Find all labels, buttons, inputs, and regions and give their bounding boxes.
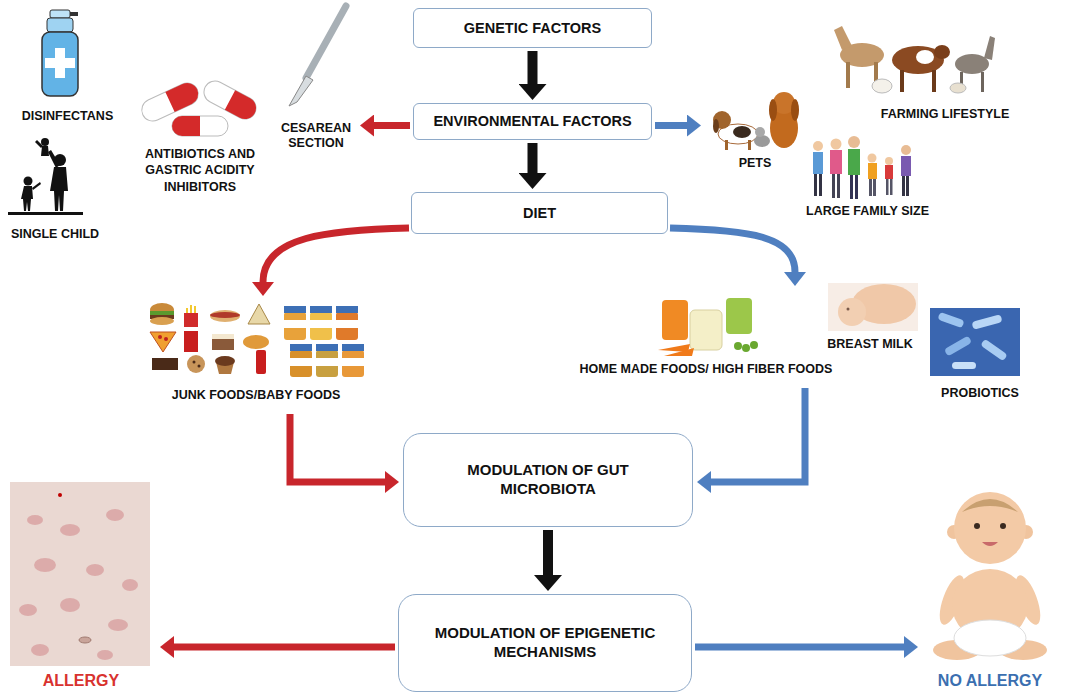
outcome-label: NO ALLERGY [920, 480, 1060, 693]
baby-picture [933, 492, 1047, 660]
allergy-skin-photo [10, 482, 150, 666]
home-made-foods [658, 298, 758, 356]
node-text: DIET [523, 204, 556, 222]
family-figures [813, 136, 911, 199]
node-text: ENVIRONMENTAL FACTORS [433, 112, 631, 130]
process-box: MODULATION OF GUT MICROBIOTA [403, 433, 693, 527]
process-box: ENVIRONMENTAL FACTORS [413, 103, 652, 140]
probiotics-picture [930, 308, 1020, 376]
flow-arrow [528, 143, 538, 173]
flow-arrow [374, 122, 410, 129]
process-box: MODULATION OF EPIGENETIC MECHANISMS [398, 594, 692, 692]
node-text: HOME MADE FOODS/ HIGH FIBER FOODS [580, 362, 833, 378]
node-text: GENETIC FACTORS [464, 19, 602, 37]
node-text: PETS [739, 156, 772, 172]
flow-arrow [543, 530, 553, 575]
pill-capsules [138, 77, 260, 136]
spray-bottle [42, 10, 78, 96]
picture-caption: PETS [703, 88, 807, 174]
parent-child-silhouette [8, 138, 83, 215]
breastfeeding-picture [828, 283, 918, 331]
picture-label: SINGLE CHILD [5, 226, 105, 242]
flow-arrow [528, 51, 538, 84]
picture-label: ANTIBIOTICS AND GASTRIC ACIDITY INHIBITO… [135, 146, 265, 195]
flow-arrow [695, 644, 904, 651]
picture-caption: HOME MADE FOODS/ HIGH FIBER FOODS [565, 288, 847, 380]
flow-arrow [655, 122, 687, 129]
scalpel [289, 6, 346, 106]
node-text: NO ALLERGY [938, 671, 1042, 691]
outcome-label: ALLERGY [6, 480, 156, 693]
picture-caption: JUNK FOODS/BABY FOODS [145, 298, 367, 406]
node-text: JUNK FOODS/BABY FOODS [172, 388, 341, 404]
process-box: DIET [411, 192, 668, 234]
node-text: MODULATION OF EPIGENETIC MECHANISMS [413, 624, 677, 662]
picture-label: FARMING LIFESTYLE [870, 106, 1020, 122]
pets-picture [713, 92, 799, 150]
flow-arrow [174, 644, 395, 651]
flow-arrow [290, 414, 385, 482]
farm-animals [834, 26, 995, 93]
picture-caption: CESAREAN SECTION [276, 5, 356, 154]
picture-label: BREAST MILK [815, 336, 925, 352]
node-text: CESAREAN SECTION [276, 121, 356, 152]
node-text: ALLERGY [43, 671, 119, 691]
flow-arrow [263, 228, 409, 282]
junk-foods [150, 303, 364, 377]
node-text: MODULATION OF GUT MICROBIOTA [418, 461, 678, 499]
picture-label: DISINFECTANS [10, 108, 125, 124]
flow-arrow [711, 388, 805, 482]
process-box: GENETIC FACTORS [413, 8, 652, 48]
picture-label: PROBIOTICS [930, 385, 1030, 401]
flow-arrow [670, 228, 795, 272]
picture-label: LARGE FAMILY SIZE [795, 203, 940, 219]
